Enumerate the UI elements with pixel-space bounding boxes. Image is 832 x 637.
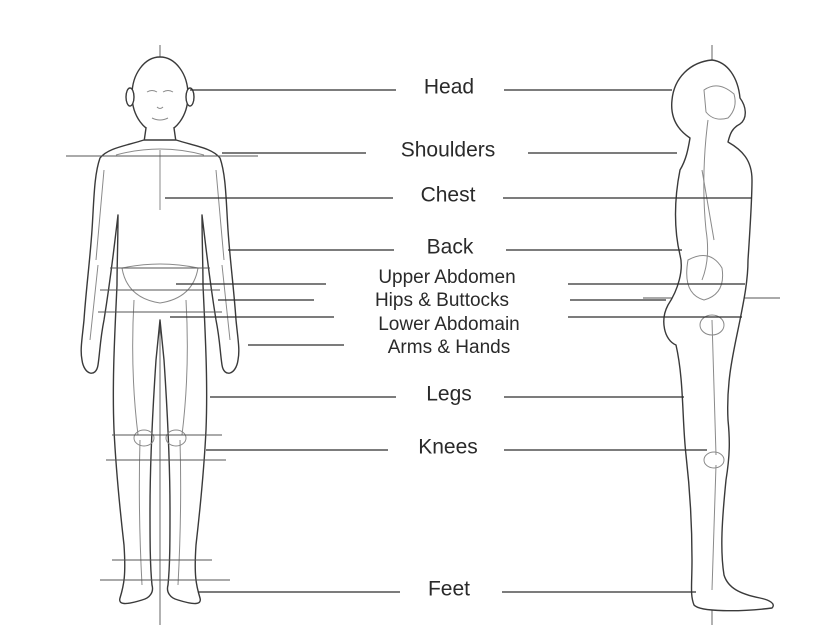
- label-lower-abdomain: Lower Abdomain: [378, 314, 520, 335]
- front-figure: [66, 45, 258, 625]
- front-ear-right: [186, 88, 194, 106]
- label-feet: Feet: [428, 578, 470, 601]
- label-arms-hands: Arms & Hands: [388, 337, 510, 358]
- label-legs: Legs: [426, 383, 472, 406]
- side-body-silhouette: [664, 60, 773, 611]
- label-back: Back: [427, 236, 474, 259]
- region-labels: Head Shoulders Chest Back Upper Abdomen …: [375, 76, 520, 601]
- label-knees: Knees: [418, 436, 478, 459]
- label-head: Head: [424, 76, 474, 99]
- label-upper-abdomen: Upper Abdomen: [378, 267, 515, 288]
- front-ear-left: [126, 88, 134, 106]
- side-figure: [643, 45, 780, 625]
- label-chest: Chest: [421, 184, 476, 207]
- label-hips-buttocks: Hips & Buttocks: [375, 290, 509, 311]
- front-head: [132, 57, 188, 133]
- label-shoulders: Shoulders: [401, 139, 496, 162]
